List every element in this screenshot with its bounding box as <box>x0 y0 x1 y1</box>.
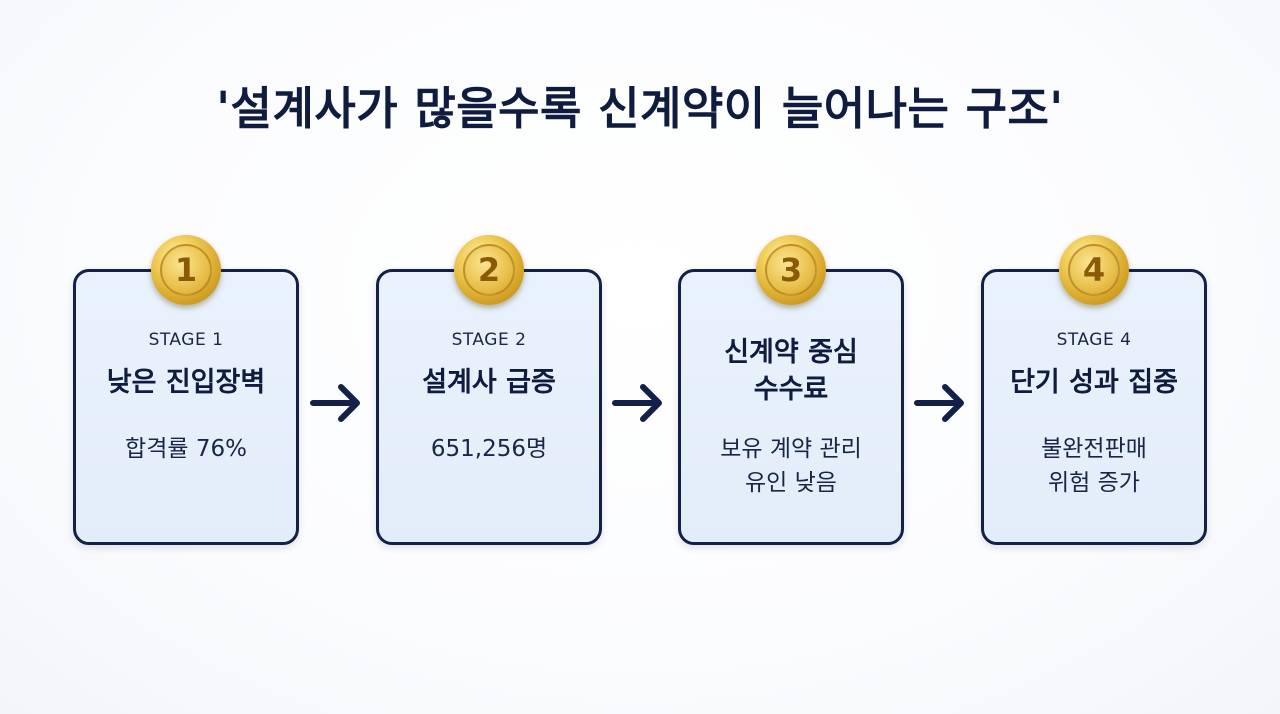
stage-description-line-2: 유인 낮음 <box>745 470 837 496</box>
stage-label: STAGE 2 <box>451 330 527 350</box>
stage-heading: 낮은 진입장벽 <box>106 367 266 398</box>
stage-description-line-1: 보유 계약 관리 <box>720 436 862 462</box>
stage-description-line-2: 위험 증가 <box>1048 470 1140 496</box>
stage-card-1: STAGE 1 낮은 진입장벽 합격률 76% <box>73 269 299 545</box>
arrow-right-icon <box>914 384 964 422</box>
stage-card-2: STAGE 2 설계사 급증 651,256명 <box>376 269 602 545</box>
stage-card-4: STAGE 4 단기 성과 집중 불완전판매 위험 증가 <box>981 269 1207 545</box>
gold-medal-icon: 1 <box>151 235 221 305</box>
stage-label: STAGE 1 <box>148 330 224 350</box>
stage-description: 합격률 76% <box>125 436 247 462</box>
gold-medal-icon: 4 <box>1059 235 1129 305</box>
stage-card-3: 신계약 중심 수수료 보유 계약 관리 유인 낮음 <box>678 269 904 545</box>
page-title: '설계사가 많을수록 신계약이 늘어나는 구조' <box>216 82 1064 135</box>
gold-medal-icon: 2 <box>454 235 524 305</box>
stage-description-line-1: 불완전판매 <box>1041 436 1147 462</box>
stage-heading: 단기 성과 집중 <box>1010 367 1178 398</box>
stage-heading-line-2: 수수료 <box>753 374 829 405</box>
stage-heading: 설계사 급증 <box>422 367 556 398</box>
arrow-right-icon <box>612 384 662 422</box>
gold-medal-icon: 3 <box>756 235 826 305</box>
stage-label: STAGE 4 <box>1056 330 1132 350</box>
stage-description: 651,256명 <box>430 436 548 462</box>
medal-number: 1 <box>160 244 212 296</box>
stage-heading-line-1: 신계약 중심 <box>724 337 858 368</box>
medal-number: 4 <box>1068 244 1120 296</box>
arrow-right-icon <box>310 384 360 422</box>
medal-number: 2 <box>463 244 515 296</box>
medal-number: 3 <box>765 244 817 296</box>
